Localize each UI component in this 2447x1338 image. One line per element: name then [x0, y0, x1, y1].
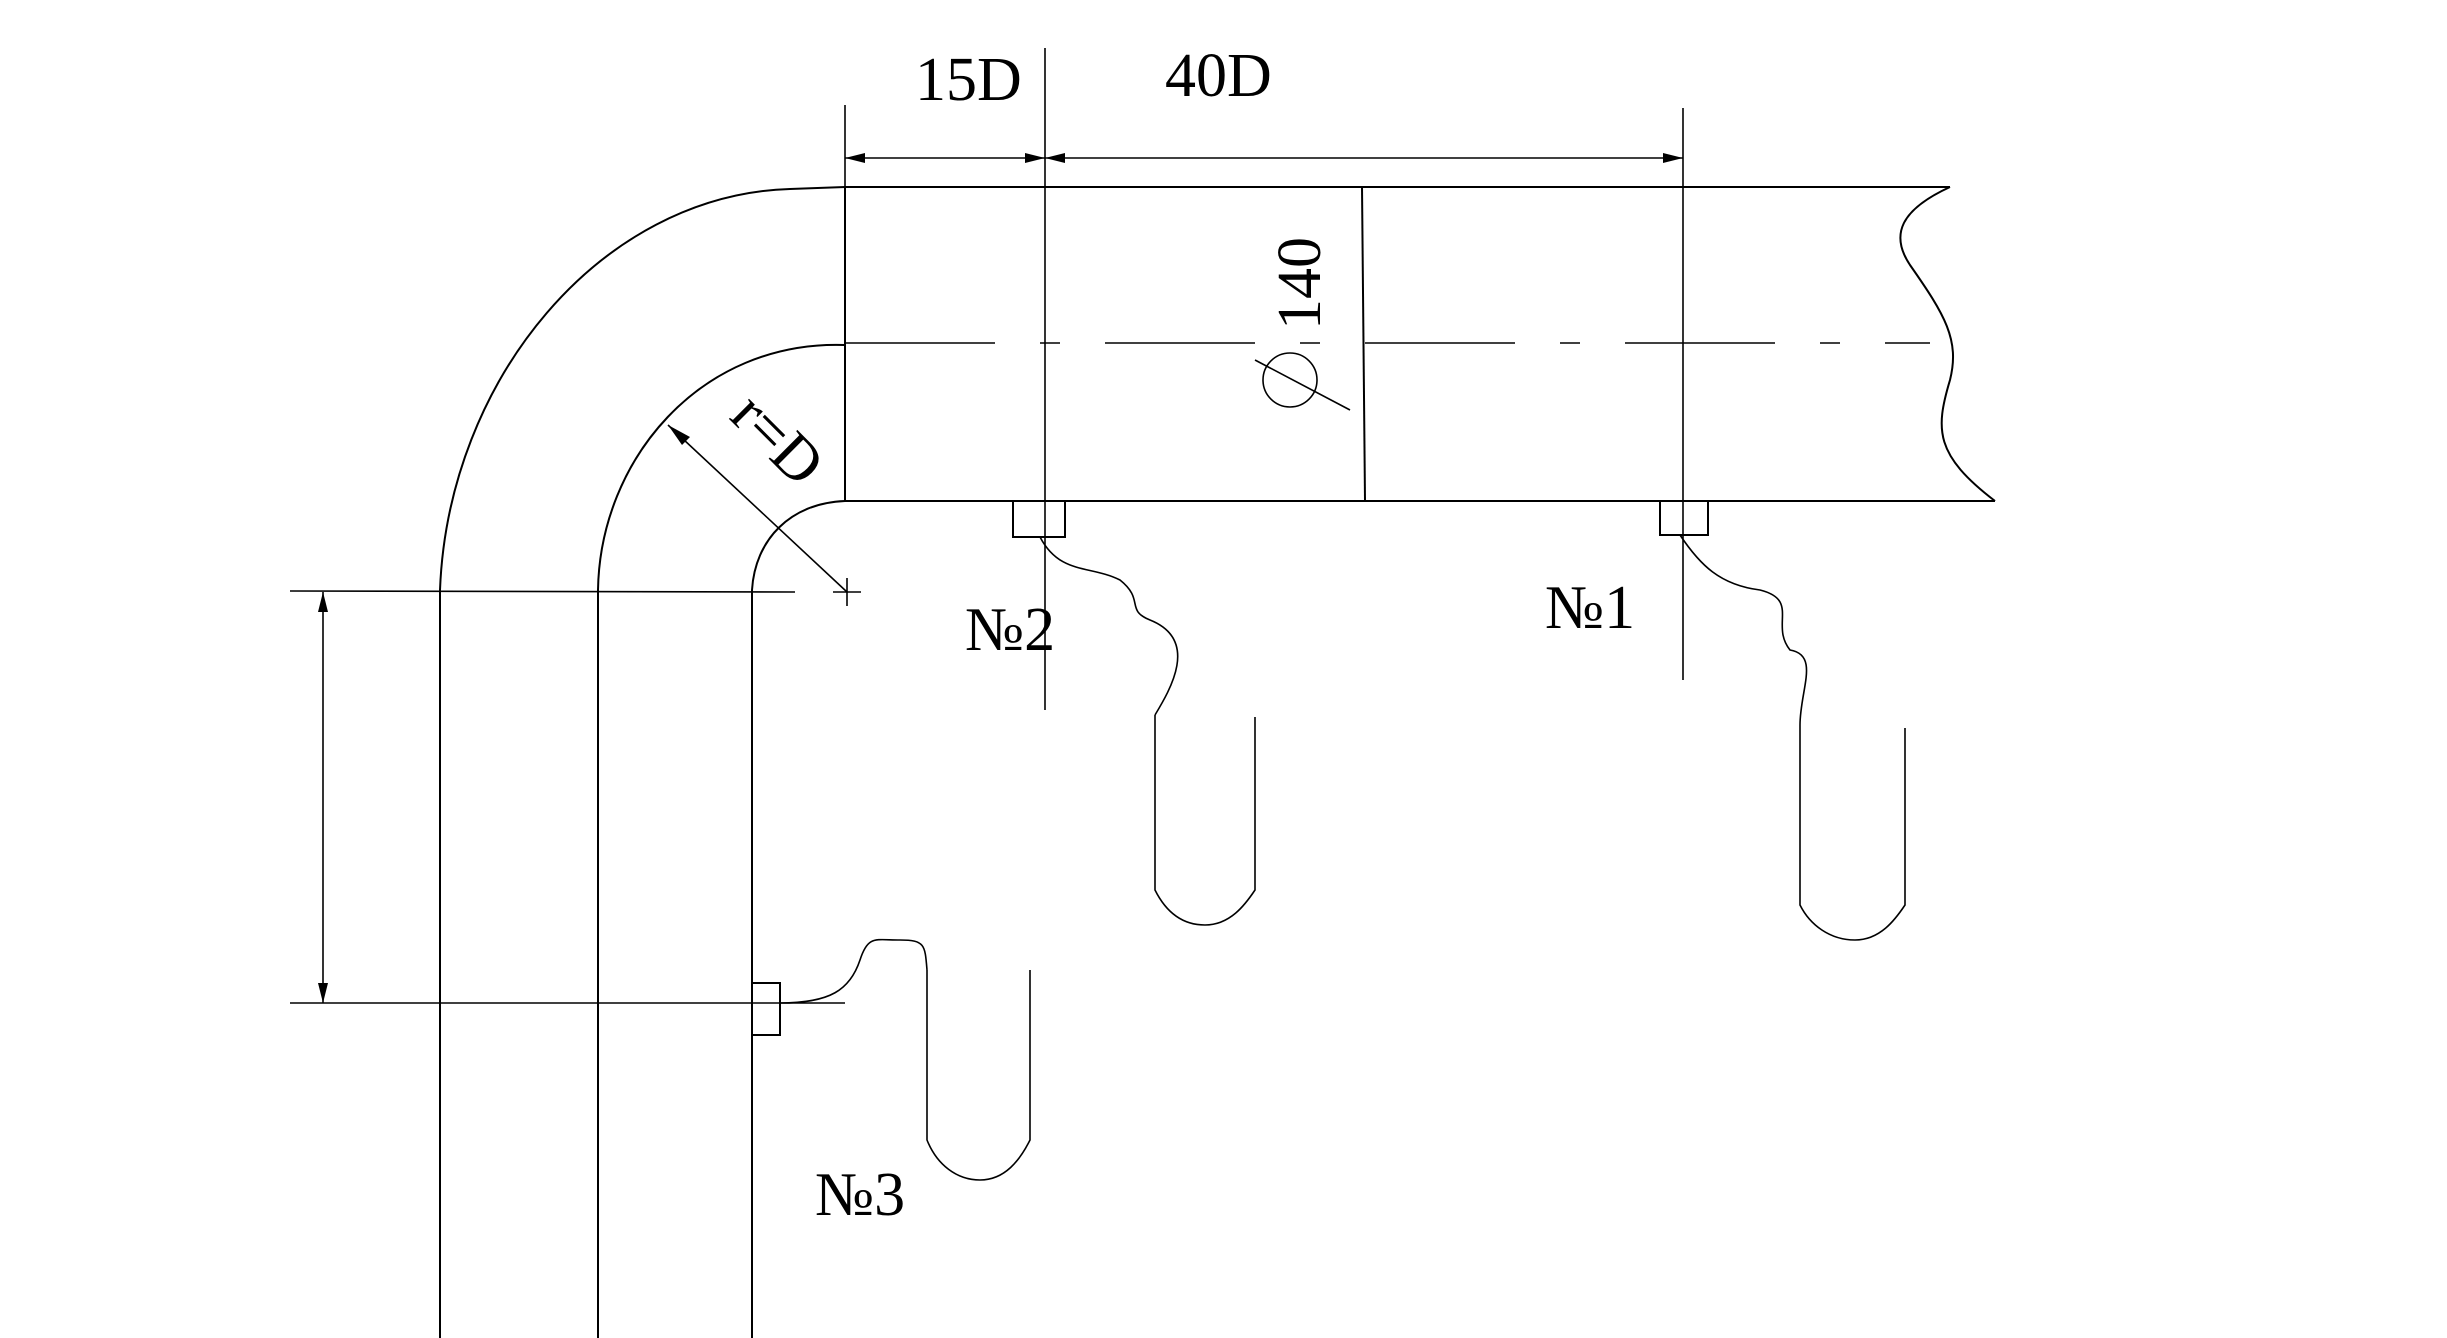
dim-label-15d: 15D [915, 46, 1022, 114]
probe3-tube [779, 938, 928, 1004]
vertical-dim-arrow-top [318, 592, 328, 612]
section-line-joint [1361, 186, 1366, 502]
probe2-tube [1039, 536, 1179, 716]
bend-radius-label: r=D [718, 380, 837, 499]
probe2-label: №2 [965, 596, 1055, 664]
dim-arrow-4 [1663, 153, 1683, 163]
probe-2: №2 [965, 500, 1256, 926]
radius-leader-line [667, 424, 848, 593]
probe1-u-manometer [1799, 725, 1906, 941]
dim-arrow-3 [1045, 153, 1065, 163]
dim-arrow-1 [845, 153, 865, 163]
top-dimensions: 15D 40D [844, 42, 1684, 710]
horizontal-pipe [844, 186, 1996, 502]
probe-1: №1 [1545, 500, 1906, 941]
bend-radius-dimension: r=D [667, 380, 861, 606]
probe3-label: №3 [815, 1161, 905, 1229]
pipe-break-line [1899, 186, 1996, 502]
left-dimension [290, 592, 845, 1004]
probe1-tube [1679, 534, 1808, 726]
probe2-u-manometer [1154, 715, 1256, 926]
radius-arrowhead [668, 425, 690, 445]
elbow-center-wall [597, 343, 846, 1338]
dim-arrow-2 [1025, 153, 1045, 163]
diameter-marker: 140 [1254, 237, 1351, 411]
dim-label-40d: 40D [1165, 42, 1272, 110]
probe-3: №3 [751, 938, 1031, 1229]
probe1-fitting [1659, 500, 1709, 536]
probe3-u-manometer [926, 970, 1031, 1181]
probe1-label: №1 [1545, 574, 1635, 642]
elbow-outer-wall [439, 186, 846, 1338]
diameter-value-label: 140 [1266, 237, 1334, 330]
bend-end-line [289, 590, 796, 593]
probe2-fitting [1012, 500, 1066, 538]
diameter-circle-icon [1262, 352, 1318, 408]
vertical-dim-arrow-bottom [318, 983, 328, 1003]
elbow-inner-wall [751, 500, 846, 1338]
probe3-fitting [751, 982, 781, 1036]
diameter-slash [1254, 359, 1351, 411]
pipe-elbow [289, 186, 846, 1338]
